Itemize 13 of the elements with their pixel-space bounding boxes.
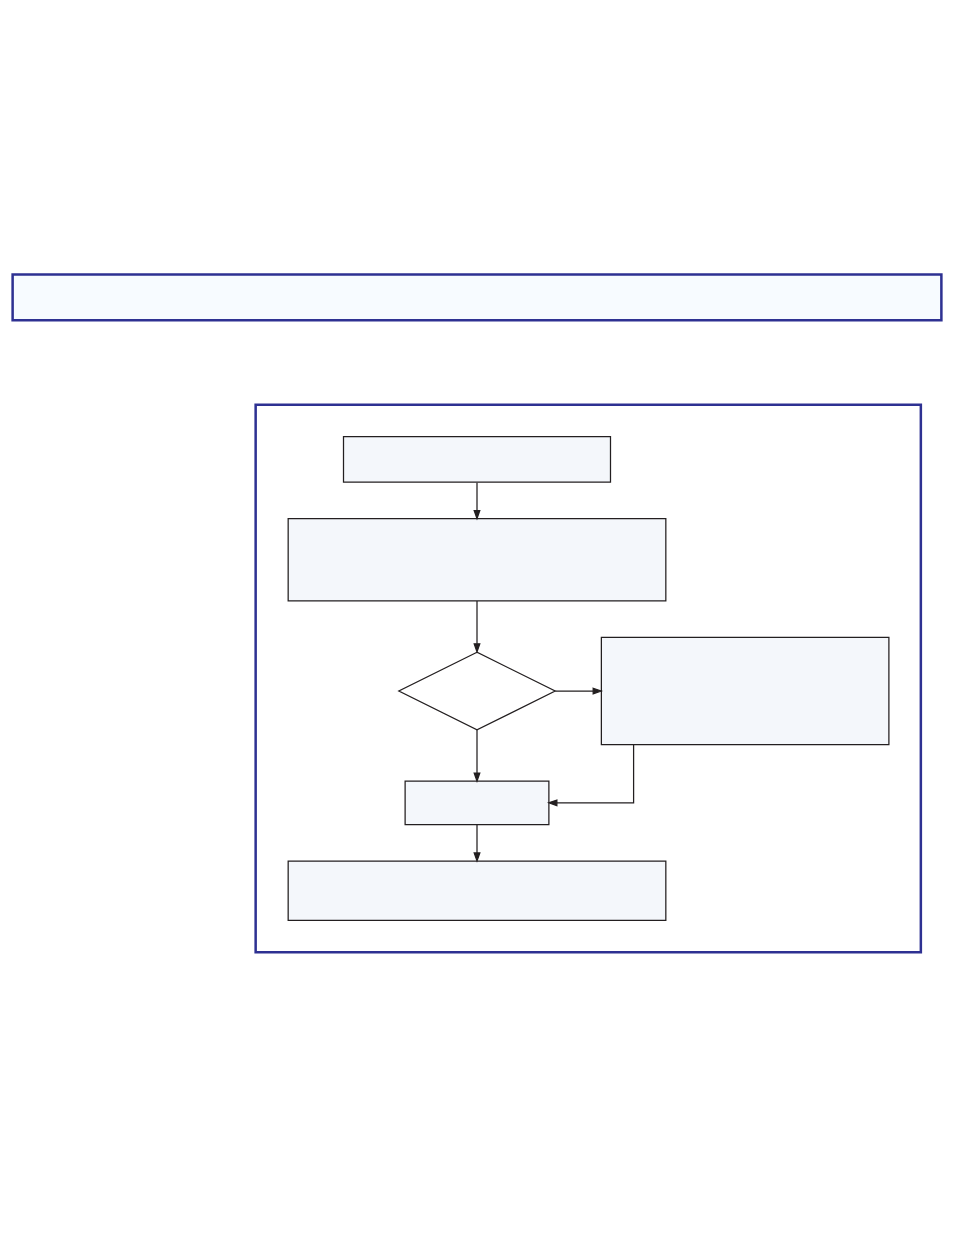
arrow <box>546 743 635 806</box>
node-box <box>287 517 667 601</box>
arrow <box>554 686 604 695</box>
node-box <box>287 859 667 921</box>
node-box <box>404 780 550 825</box>
arrow <box>473 599 481 654</box>
node-box <box>342 435 612 483</box>
node-diamond <box>397 651 557 731</box>
arrow <box>473 728 481 783</box>
node-bar <box>11 272 943 321</box>
node-box <box>600 636 890 745</box>
arrow <box>473 823 481 863</box>
arrow <box>473 481 481 520</box>
